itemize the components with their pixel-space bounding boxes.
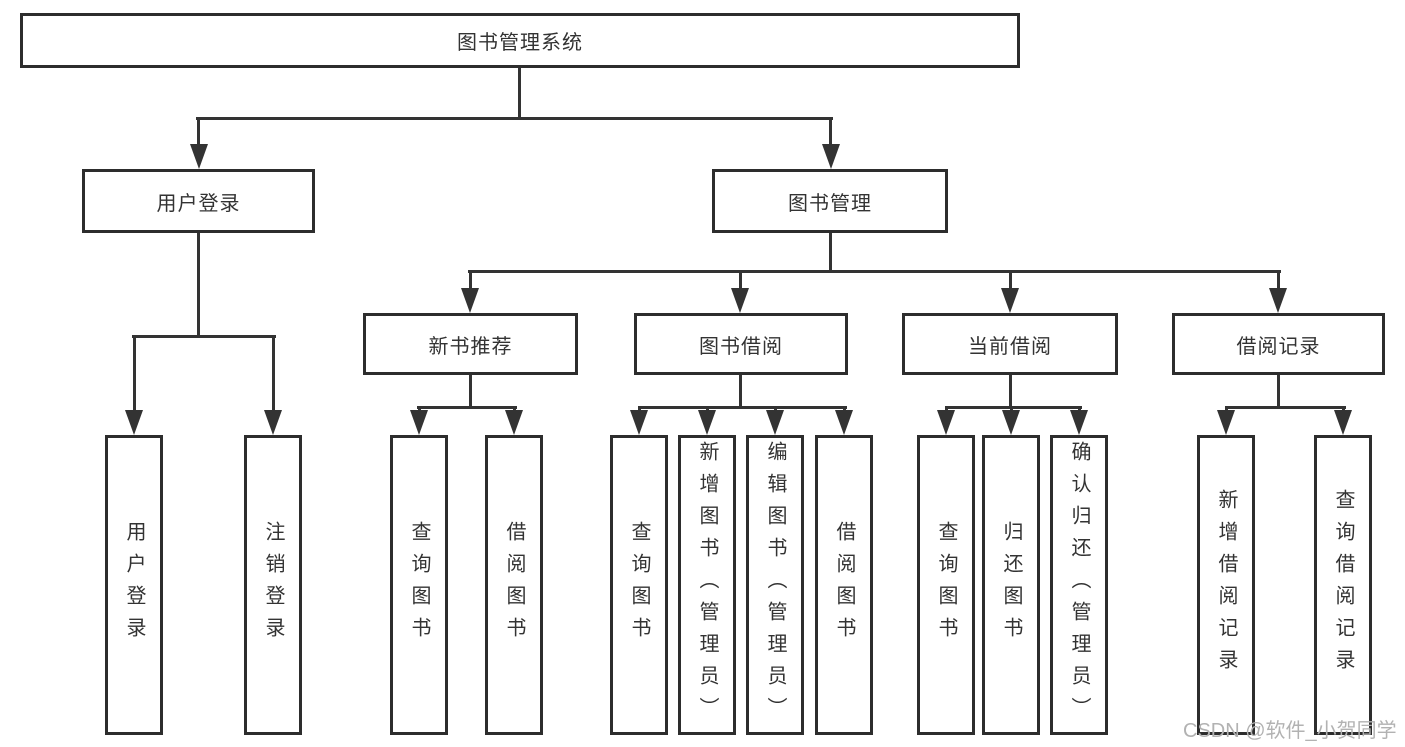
leaf-query-borrow-record: 查询借阅记录 [1314, 435, 1372, 735]
connector-line [774, 406, 777, 412]
leaf-add-book-admin: 新增图书（管理员） [678, 435, 736, 735]
connector-line [1010, 406, 1013, 412]
node-new-book-recommendation: 新书推荐 [363, 313, 578, 375]
arrowhead-icon [461, 288, 479, 313]
node-current-borrowing: 当前借阅 [902, 313, 1118, 375]
node-book-management: 图书管理 [712, 169, 948, 233]
connector-line [1009, 270, 1012, 290]
node-label: 查询借阅记录 [1332, 489, 1354, 681]
node-library-management-system: 图书管理系统 [20, 13, 1020, 68]
connector-line [469, 270, 472, 290]
connector-line [196, 117, 833, 120]
arrowhead-icon [1269, 288, 1287, 313]
leaf-confirm-return-admin: 确认归还（管理员） [1050, 435, 1108, 735]
arrowhead-icon [1070, 410, 1088, 435]
connector-line [418, 406, 421, 412]
arrowhead-icon [630, 410, 648, 435]
leaf-borrow-books-recommend: 借阅图书 [485, 435, 543, 735]
arrowhead-icon [822, 144, 840, 169]
connector-line [843, 406, 846, 412]
connector-line [1277, 375, 1280, 409]
connector-line [272, 335, 275, 412]
leaf-borrow-books-borrow: 借阅图书 [815, 435, 873, 735]
node-label: 图书管理 [788, 192, 872, 215]
arrowhead-icon [937, 410, 955, 435]
connector-line [469, 375, 472, 409]
arrowhead-icon [125, 410, 143, 435]
node-label: 当前借阅 [968, 335, 1052, 358]
leaf-query-books-recommend: 查询图书 [390, 435, 448, 735]
arrowhead-icon [264, 410, 282, 435]
node-label: 新增借阅记录 [1215, 489, 1237, 681]
arrowhead-icon [835, 410, 853, 435]
connector-line [706, 406, 709, 412]
arrowhead-icon [505, 410, 523, 435]
connector-line [945, 406, 948, 412]
connector-line [1277, 270, 1280, 290]
watermark: CSDN @软件_小贺同学 [1183, 720, 1397, 742]
node-book-borrowing: 图书借阅 [634, 313, 848, 375]
node-label: 确认归还（管理员） [1068, 441, 1090, 729]
connector-line [417, 406, 517, 409]
arrowhead-icon [698, 410, 716, 435]
connector-line [1225, 406, 1228, 412]
node-label: 新增图书（管理员） [696, 441, 718, 729]
connector-line [518, 68, 521, 120]
arrowhead-icon [190, 144, 208, 169]
leaf-query-books-borrow: 查询图书 [610, 435, 668, 735]
connector-line [1342, 406, 1345, 412]
connector-line [513, 406, 516, 412]
arrowhead-icon [1001, 288, 1019, 313]
node-label: 编辑图书（管理员） [764, 441, 786, 729]
node-label: 查询图书 [935, 521, 957, 649]
connector-line [945, 406, 1082, 409]
node-label: 查询图书 [628, 521, 650, 649]
arrowhead-icon [1002, 410, 1020, 435]
node-label: 图书借阅 [699, 335, 783, 358]
node-label: 用户登录 [156, 192, 241, 215]
connector-line [638, 406, 847, 409]
node-label: 新书推荐 [428, 335, 513, 358]
connector-line [829, 233, 832, 273]
node-user-login: 用户登录 [82, 169, 315, 233]
node-borrowing-records: 借阅记录 [1172, 313, 1385, 375]
node-label: 用户登录 [123, 521, 145, 649]
connector-line [1009, 375, 1012, 409]
connector-line [468, 270, 1281, 273]
node-label: 借阅记录 [1236, 335, 1321, 358]
connector-line [638, 406, 641, 412]
node-label: 归还图书 [1000, 521, 1022, 649]
node-label: 查询图书 [408, 521, 430, 649]
connector-line [1078, 406, 1081, 412]
arrowhead-icon [731, 288, 749, 313]
node-label: 借阅图书 [503, 521, 525, 649]
connector-line [132, 335, 276, 338]
node-label: 图书管理系统 [457, 32, 583, 54]
arrowhead-icon [766, 410, 784, 435]
leaf-edit-book-admin: 编辑图书（管理员） [746, 435, 804, 735]
connector-line [1225, 406, 1346, 409]
leaf-user-login: 用户登录 [105, 435, 163, 735]
leaf-return-books: 归还图书 [982, 435, 1040, 735]
leaf-logout: 注销登录 [244, 435, 302, 735]
arrowhead-icon [1217, 410, 1235, 435]
leaf-add-borrow-record: 新增借阅记录 [1197, 435, 1255, 735]
connector-line [197, 117, 200, 146]
node-label: 借阅图书 [833, 521, 855, 649]
connector-line [133, 335, 136, 412]
connector-line [739, 270, 742, 290]
connector-line [829, 117, 832, 146]
connector-line [739, 375, 742, 409]
arrowhead-icon [1334, 410, 1352, 435]
arrowhead-icon [410, 410, 428, 435]
node-label: 注销登录 [262, 521, 284, 649]
leaf-query-books-current: 查询图书 [917, 435, 975, 735]
connector-line [197, 233, 200, 338]
